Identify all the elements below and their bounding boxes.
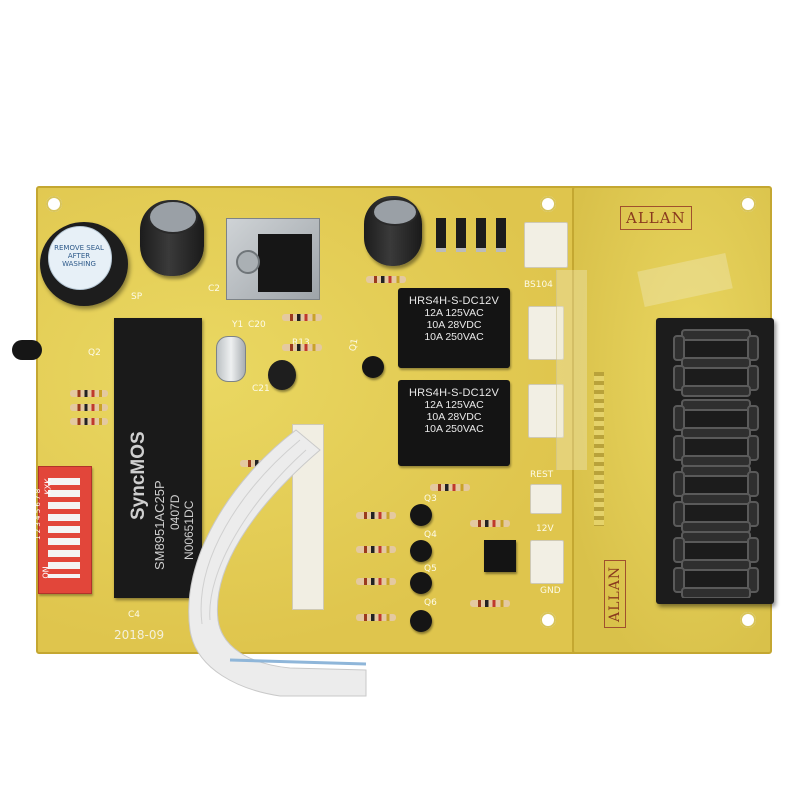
optocoupler (484, 540, 516, 572)
resistor (356, 546, 396, 553)
capacitor-small (268, 360, 296, 390)
transistor-q1 (362, 356, 384, 378)
transistor-q6 (410, 610, 432, 632)
label-c20: C20 (248, 320, 266, 330)
diode (476, 218, 486, 252)
relay-1-rating-2: 10A 28VDC (426, 319, 482, 331)
digit (673, 329, 759, 397)
connector-label-12v: 12V (536, 524, 554, 534)
display-digits (673, 329, 759, 598)
label-r13: R13 (292, 338, 310, 348)
resistor (366, 276, 406, 283)
resistor (470, 520, 510, 527)
voltage-regulator (258, 234, 312, 292)
ribbon-cable (188, 429, 367, 697)
label-c4: C4 (128, 610, 141, 620)
regulator-screw (236, 250, 260, 274)
label-y1: Y1 (232, 320, 244, 330)
connector-bs104 (524, 222, 568, 268)
resistor (430, 484, 470, 491)
mount-hole (740, 196, 756, 212)
digit (673, 531, 759, 598)
label-q3: Q3 (424, 494, 437, 504)
connector-12v (530, 540, 564, 584)
mount-hole (740, 612, 756, 628)
buzzer-sticker (48, 226, 112, 290)
dip-label-on: ON (41, 566, 51, 579)
relay-1-rating-3: 10A 250VAC (424, 331, 484, 343)
resistor (356, 512, 396, 519)
buzzer-sticker-text: REMOVE SEAL AFTER WASHING (54, 244, 104, 268)
resistor (70, 390, 108, 397)
display-pin-strip (594, 372, 604, 526)
brand-label-lower: ALLAN (604, 559, 626, 628)
connector-label-gnd: GND (540, 586, 561, 596)
capacitor-top (148, 200, 198, 234)
label-q5: Q5 (424, 564, 437, 574)
adhesive-tape (556, 270, 587, 470)
connector-label-rest: REST (530, 470, 554, 480)
crystal-y1 (216, 336, 246, 382)
relay-1-rating-1: 12A 125VAC (424, 307, 484, 319)
relay-2-model: HRS4H-S-DC12V (408, 387, 499, 399)
resistor (70, 418, 108, 425)
connector (528, 306, 564, 360)
cap-label-c2: C2 (208, 284, 221, 294)
relay-1-model: HRS4H-S-DC12V (408, 295, 499, 307)
dip-numbers: 1 2 3 4 5 6 7 8 (34, 488, 42, 540)
relay-1: HRS4H-S-DC12V 12A 125VAC 10A 28VDC 10A 2… (398, 288, 510, 368)
diode (456, 218, 466, 252)
relay-2-rating-2: 10A 28VDC (426, 411, 482, 423)
brand-label: ALLAN (620, 206, 692, 230)
transistor-q4 (410, 540, 432, 562)
label-q2: Q2 (88, 348, 101, 358)
relay-2: HRS4H-S-DC12V 12A 125VAC 10A 28VDC 10A 2… (398, 380, 510, 466)
relay-2-rating-1: 12A 125VAC (424, 399, 484, 411)
label-q6: Q6 (424, 598, 437, 608)
resistor (356, 614, 396, 621)
dip-switch-slots (48, 478, 80, 578)
connector-rest (530, 484, 562, 514)
transistor-q2 (12, 340, 42, 360)
label-c21: C21 (252, 384, 270, 394)
resistor (70, 404, 108, 411)
mount-hole (540, 196, 556, 212)
connector-label-bs104: BS104 (524, 280, 553, 290)
dip-label-kxk: KXK (43, 478, 53, 495)
diode (436, 218, 446, 252)
mcu-brand: SyncMOS (128, 431, 149, 520)
resistor (470, 600, 510, 607)
relay-2-rating-3: 10A 250VAC (424, 423, 484, 435)
mcu-chip (114, 318, 202, 598)
diode (496, 218, 506, 252)
connector (528, 384, 564, 438)
digit (673, 399, 759, 467)
mount-hole (46, 196, 62, 212)
buzzer-label: SP (131, 292, 143, 302)
resistor (282, 344, 322, 351)
transistor-q5 (410, 572, 432, 594)
resistor (356, 578, 396, 585)
digit (673, 465, 759, 533)
transistor-q3 (410, 504, 432, 526)
mcu-part: SM8951AC25P (152, 480, 167, 570)
label-q4: Q4 (424, 530, 437, 540)
capacitor-top (372, 198, 418, 226)
date-code: 2018-09 (114, 628, 165, 642)
resistor (282, 314, 322, 321)
mount-hole (540, 612, 556, 628)
